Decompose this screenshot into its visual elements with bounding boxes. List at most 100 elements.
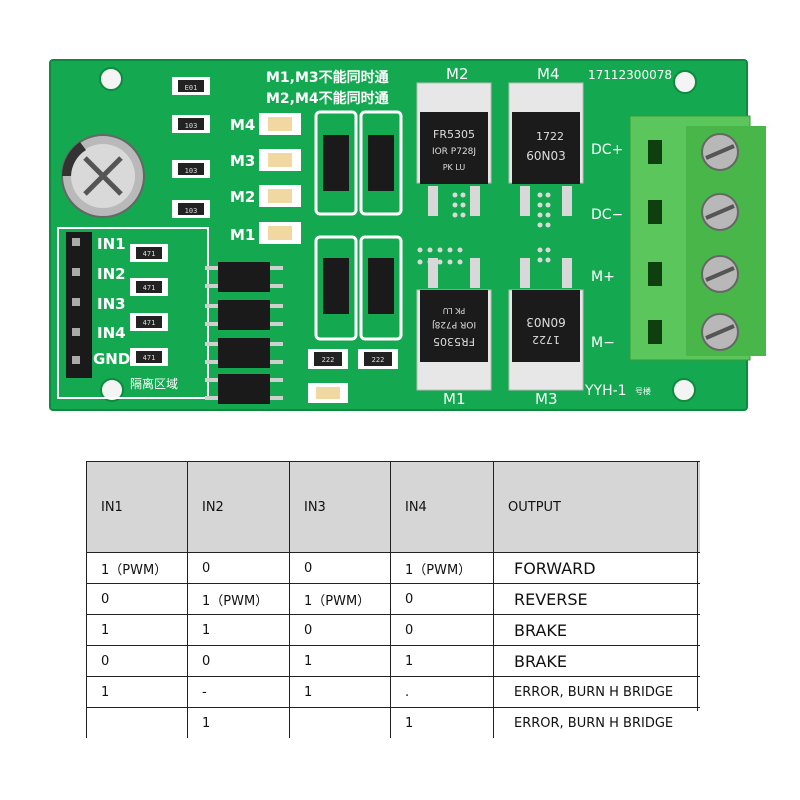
cell: 1（PWM） (86, 552, 188, 584)
motor-driver-board: E01 103 103 103 M1,M3不能同时通 M2,M4不能同时通 17… (49, 59, 766, 411)
mosfet-m1: FR5305 IOR P728J PK LU (416, 258, 492, 391)
cell: 0 (86, 583, 188, 615)
mosfet-label-m2: M2 (446, 65, 469, 83)
cell: 1 (86, 614, 188, 646)
pin-label-in1: IN1 (97, 235, 126, 253)
output-cell: ERROR, BURN H BRIDGE (493, 707, 700, 738)
resistors-bottom: 222 222 (308, 349, 398, 403)
header-in4: IN4 (390, 461, 494, 553)
cell: 0 (289, 552, 391, 584)
mosfet-label-m4: M4 (537, 65, 560, 83)
svg-text:1722: 1722 (536, 130, 564, 143)
capacitor (61, 134, 145, 218)
svg-text:1722: 1722 (532, 333, 560, 346)
serial-number: 17112300078 (588, 68, 672, 82)
pin-header: IN1 IN2 IN3 IN4 GND (57, 227, 209, 399)
svg-text:471: 471 (143, 250, 156, 258)
model-label: YYH-1 (584, 383, 627, 399)
table-header-row: IN1 IN2 IN3 IN4 OUTPUT (86, 461, 700, 553)
model-suffix: 号楼 (635, 386, 651, 396)
cell: 1（PWM） (390, 552, 494, 584)
header-in3: IN3 (289, 461, 391, 553)
mounting-holes (99, 67, 697, 402)
pin-label-in2: IN2 (97, 265, 126, 283)
terminal-label-m-minus: M− (591, 335, 615, 351)
svg-text:PK LU: PK LU (443, 163, 466, 172)
pin-label-in3: IN3 (97, 295, 126, 313)
via-grid (417, 192, 551, 265)
cell: 1 (390, 707, 494, 738)
terminal-label-dc-plus: DC+ (591, 142, 623, 158)
cell: 1 (289, 645, 391, 677)
header-in2: IN2 (187, 461, 290, 553)
svg-text:IOR P728J: IOR P728J (432, 147, 476, 157)
cell: 0 (187, 552, 290, 584)
isolation-label: 隔离区域 (130, 376, 178, 391)
output-cell: BRAKE (493, 614, 700, 646)
led-label-m3: M3 (230, 152, 255, 170)
terminal-label-m-plus: M+ (591, 269, 615, 285)
cell: 1 (390, 645, 494, 677)
svg-text:E01: E01 (185, 84, 198, 92)
header-in1: IN1 (86, 461, 188, 553)
cell: . (390, 676, 494, 708)
resistors-input: 471 471 471 471 (130, 244, 168, 366)
svg-text:PK LU: PK LU (443, 306, 466, 315)
table-row: 1（PWM） 0 0 1（PWM） FORWARD (86, 552, 700, 584)
svg-text:222: 222 (322, 356, 335, 364)
cell: 1 (86, 676, 188, 708)
table-right-border (697, 461, 698, 711)
cell: 0 (86, 645, 188, 677)
output-cell: REVERSE (493, 583, 700, 615)
table-row: 1 1 0 0 BRAKE (86, 614, 700, 646)
mosfet-label-m1: M1 (443, 390, 466, 408)
output-cell: FORWARD (493, 552, 700, 584)
cell: 1（PWM） (187, 583, 290, 615)
truth-table: IN1 IN2 IN3 IN4 OUTPUT 1（PWM） 0 0 1（PWM）… (86, 461, 700, 738)
svg-text:222: 222 (372, 356, 385, 364)
small-transistors (314, 110, 403, 341)
svg-text:60N03: 60N03 (526, 315, 566, 329)
cell (289, 707, 391, 738)
cell (86, 707, 188, 738)
cell: 0 (390, 614, 494, 646)
mosfet-m2: FR5305 IOR P728J PK LU (416, 82, 492, 216)
terminal-block (629, 115, 766, 361)
output-cell: ERROR, BURN H BRIDGE (493, 676, 700, 708)
status-leds: M4 M3 M2 M1 (230, 113, 301, 244)
warning-line-1: M1,M3不能同时通 (266, 69, 389, 86)
cell: 1（PWM） (289, 583, 391, 615)
led-label-m2: M2 (230, 188, 255, 206)
cell: 0 (187, 645, 290, 677)
pin-label-in4: IN4 (97, 324, 126, 342)
svg-text:471: 471 (143, 284, 156, 292)
cell: 1 (187, 707, 290, 738)
pin-label-gnd: GND (93, 350, 130, 368)
svg-text:103: 103 (185, 207, 198, 215)
svg-text:471: 471 (143, 319, 156, 327)
mosfet-m4: 1722 60N03 (508, 82, 584, 216)
table-row: 1 - 1 . ERROR, BURN H BRIDGE (86, 676, 700, 708)
table-row: 0 1（PWM） 1（PWM） 0 REVERSE (86, 583, 700, 615)
cell: 0 (289, 614, 391, 646)
svg-text:471: 471 (143, 354, 156, 362)
cell: 1 (187, 614, 290, 646)
cell: 0 (390, 583, 494, 615)
svg-text:IOR P728J: IOR P728J (432, 319, 476, 329)
output-cell: BRAKE (493, 645, 700, 677)
svg-text:FR5305: FR5305 (433, 335, 475, 348)
table-row: 1 1 ERROR, BURN H BRIDGE (86, 707, 700, 738)
cell: - (187, 676, 290, 708)
svg-text:FR5305: FR5305 (433, 128, 475, 141)
warning-line-2: M2,M4不能同时通 (266, 90, 389, 107)
table-row: 0 0 1 1 BRAKE (86, 645, 700, 677)
mosfet-m3: 1722 60N03 (508, 258, 584, 391)
mosfet-label-m3: M3 (535, 390, 558, 408)
terminal-label-dc-minus: DC− (591, 207, 623, 223)
led-label-m4: M4 (230, 116, 255, 134)
svg-text:103: 103 (185, 167, 198, 175)
svg-text:60N03: 60N03 (526, 149, 566, 163)
optocouplers (205, 262, 283, 404)
led-label-m1: M1 (230, 226, 255, 244)
svg-text:103: 103 (185, 122, 198, 130)
